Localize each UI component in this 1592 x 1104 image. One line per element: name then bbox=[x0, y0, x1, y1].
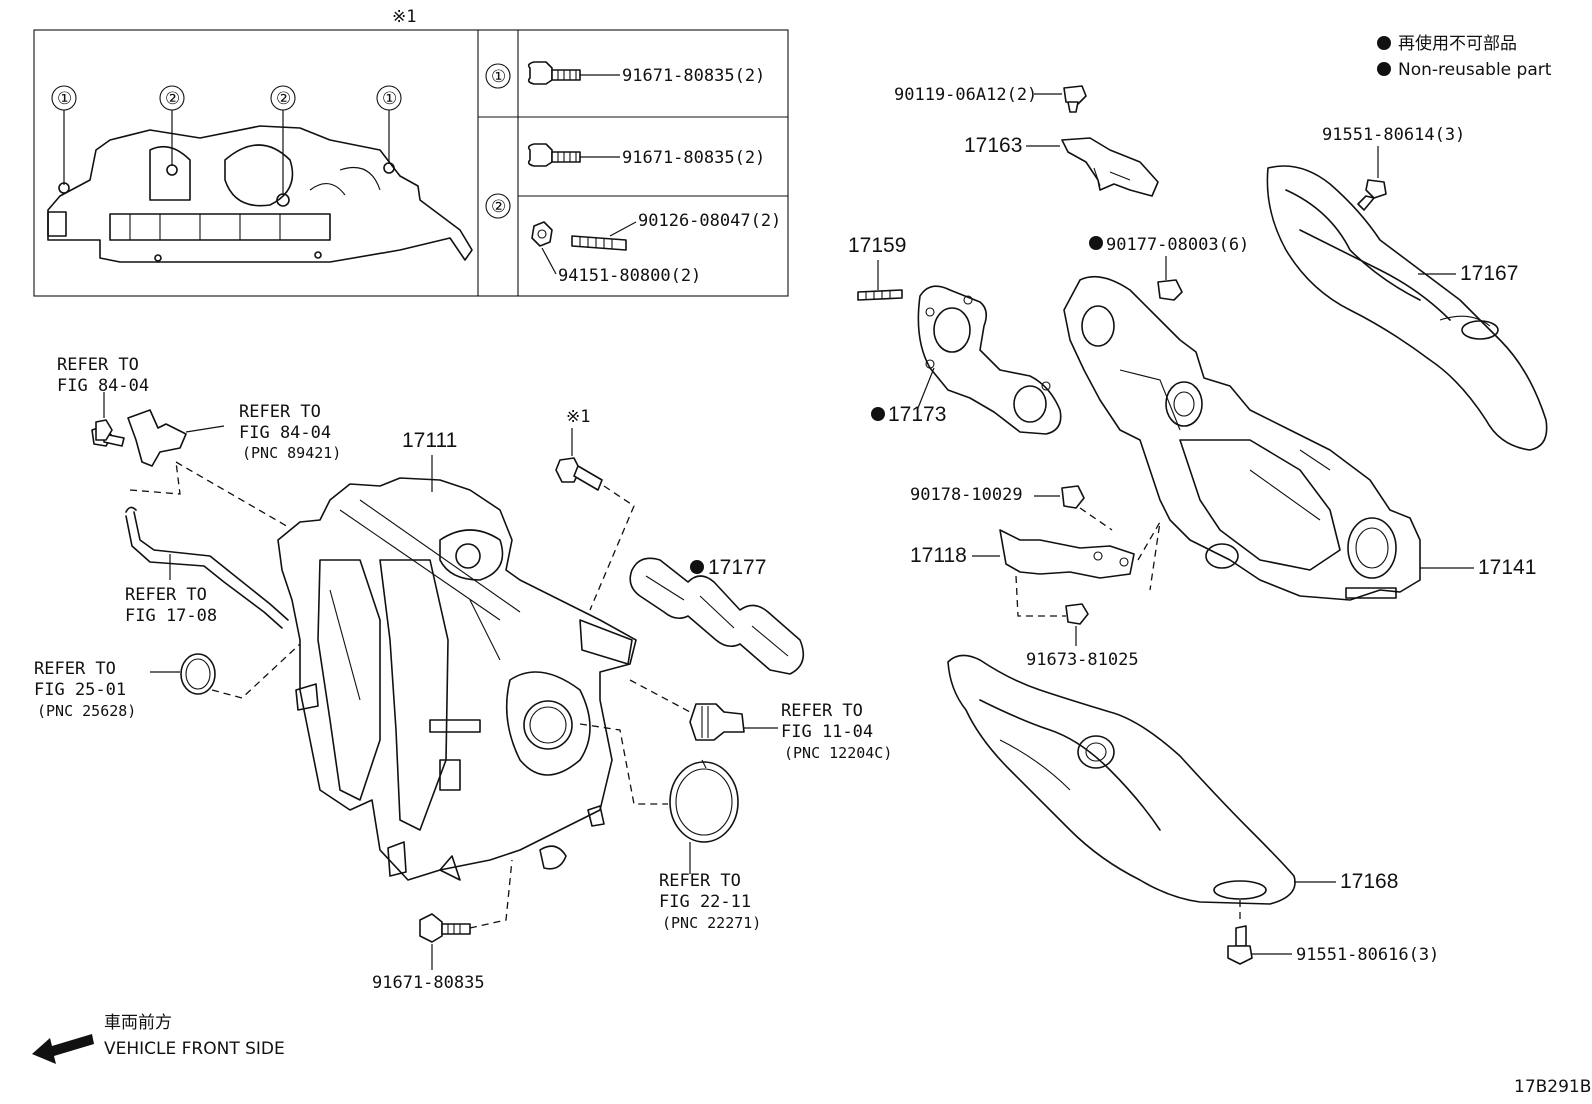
inset-callout-1-right: ① bbox=[376, 85, 402, 164]
label-90177: 90177-08003(6) bbox=[1106, 235, 1249, 255]
svg-text:FIG 11-04: FIG 11-04 bbox=[781, 722, 873, 742]
svg-text:①: ① bbox=[491, 67, 506, 87]
svg-text:FIG 84-04: FIG 84-04 bbox=[57, 376, 149, 396]
bolt-icon bbox=[555, 457, 603, 491]
label-17173: 17173 bbox=[888, 403, 946, 426]
inset-part-1a: 91671-80835(2) bbox=[622, 66, 765, 86]
diagram-code: 17B291B bbox=[1514, 1077, 1591, 1097]
inset-part-2c: 94151-80800(2) bbox=[558, 266, 701, 286]
label-17167: 17167 bbox=[1460, 262, 1518, 285]
bracket-17118 bbox=[999, 529, 1135, 579]
refer-to-84-04-bolt: REFER TO FIG 84-04 bbox=[57, 355, 149, 396]
o-ring-icon bbox=[669, 759, 739, 843]
heat-shield-17167 bbox=[1266, 165, 1548, 451]
svg-text:REFER TO: REFER TO bbox=[34, 659, 116, 679]
label-90178: 90178-10029 bbox=[910, 485, 1023, 505]
legend: 再使用不可部品 Non-reusable part bbox=[1377, 33, 1552, 80]
intake-manifold-17111 bbox=[277, 477, 637, 881]
svg-text:(PNC 89421): (PNC 89421) bbox=[242, 444, 341, 462]
sensor-plug-icon bbox=[689, 703, 745, 741]
label-17141: 17141 bbox=[1478, 556, 1536, 579]
inset-callout-2-right: ② bbox=[270, 85, 296, 195]
legend-en: Non-reusable part bbox=[1398, 60, 1552, 80]
svg-text:FIG 17-08: FIG 17-08 bbox=[125, 606, 217, 626]
label-17177: 17177 bbox=[708, 556, 766, 579]
svg-text:FIG 84-04: FIG 84-04 bbox=[239, 423, 331, 443]
svg-text:(PNC 25628): (PNC 25628) bbox=[37, 702, 136, 720]
front-en: VEHICLE FRONT SIDE bbox=[104, 1039, 285, 1059]
inset-panel: ※1 ① ② bbox=[33, 7, 789, 297]
svg-text:(PNC 22271): (PNC 22271) bbox=[662, 914, 761, 932]
svg-text:(PNC 12204C): (PNC 12204C) bbox=[784, 744, 892, 762]
bolt-icon bbox=[1227, 925, 1253, 965]
svg-text:①: ① bbox=[382, 89, 397, 109]
label-90119: 90119-06A12(2) bbox=[894, 85, 1037, 105]
front-direction-arrow-icon bbox=[32, 1034, 94, 1064]
bolt-icon bbox=[1065, 603, 1089, 625]
svg-text:②: ② bbox=[165, 89, 180, 109]
refer-to-11-04: REFER TO FIG 11-04 (PNC 12204C) bbox=[781, 701, 892, 762]
label-17163: 17163 bbox=[964, 134, 1022, 157]
inset-mark: ※1 bbox=[392, 7, 416, 27]
svg-text:②: ② bbox=[276, 89, 291, 109]
label-91673: 91673-81025 bbox=[1026, 650, 1139, 670]
label-mark1: ※1 bbox=[566, 407, 590, 427]
svg-text:REFER TO: REFER TO bbox=[781, 701, 863, 721]
inset-part-2a: 91671-80835(2) bbox=[622, 148, 765, 168]
inset-row-key-2: ② bbox=[485, 193, 511, 219]
inset-callout-2-left: ② bbox=[159, 85, 185, 166]
svg-text:REFER TO: REFER TO bbox=[125, 585, 207, 605]
svg-text:②: ② bbox=[491, 197, 506, 217]
bolt-icon bbox=[527, 61, 581, 85]
label-17111: 17111 bbox=[402, 429, 457, 452]
hose-icon bbox=[125, 506, 289, 629]
svg-text:FIG 25-01: FIG 25-01 bbox=[34, 680, 126, 700]
stud-icon bbox=[857, 289, 903, 301]
refer-to-25-01: REFER TO FIG 25-01 (PNC 25628) bbox=[34, 659, 136, 720]
svg-text:①: ① bbox=[57, 89, 72, 109]
inset-row-key-1: ① bbox=[485, 63, 511, 89]
bolt-icon bbox=[527, 143, 581, 167]
svg-text:REFER TO: REFER TO bbox=[239, 402, 321, 422]
inset-manifold-sketch bbox=[47, 125, 473, 263]
nut-icon bbox=[531, 221, 553, 247]
inset-part-2b: 90126-08047(2) bbox=[638, 211, 781, 231]
nut-icon bbox=[1157, 279, 1183, 301]
legend-jp: 再使用不可部品 bbox=[1398, 33, 1517, 54]
nut-icon bbox=[1061, 485, 1085, 509]
front-jp: 車両前方 bbox=[104, 1013, 172, 1033]
inset-callout-1-left: ① bbox=[51, 85, 77, 185]
gasket-17173 bbox=[917, 285, 1062, 435]
exhaust-manifold-17141 bbox=[1063, 275, 1421, 601]
o-ring-icon bbox=[180, 653, 216, 695]
heat-shield-17168 bbox=[947, 654, 1296, 905]
bolt-icon bbox=[419, 913, 471, 943]
label-91551a: 91551-80614(3) bbox=[1322, 125, 1465, 145]
bolt-icon bbox=[95, 419, 113, 441]
bolt-icon bbox=[1063, 85, 1087, 113]
label-17168: 17168 bbox=[1340, 870, 1398, 893]
gasket-17177 bbox=[629, 557, 805, 675]
svg-text:REFER TO: REFER TO bbox=[659, 871, 741, 891]
bracket-17163 bbox=[1061, 137, 1159, 197]
label-17118: 17118 bbox=[910, 544, 967, 567]
bolt-icon bbox=[1357, 179, 1387, 211]
label-17159: 17159 bbox=[848, 234, 906, 257]
refer-to-17-08: REFER TO FIG 17-08 bbox=[125, 585, 217, 626]
refer-to-22-11: REFER TO FIG 22-11 (PNC 22271) bbox=[659, 871, 761, 932]
label-91551b: 91551-80616(3) bbox=[1296, 945, 1439, 965]
svg-text:REFER TO: REFER TO bbox=[57, 355, 139, 375]
label-91671: 91671-80835 bbox=[372, 973, 485, 993]
svg-text:FIG 22-11: FIG 22-11 bbox=[659, 892, 751, 912]
stud-icon bbox=[571, 235, 627, 251]
refer-to-84-04-sensor: REFER TO FIG 84-04 (PNC 89421) bbox=[239, 402, 341, 462]
